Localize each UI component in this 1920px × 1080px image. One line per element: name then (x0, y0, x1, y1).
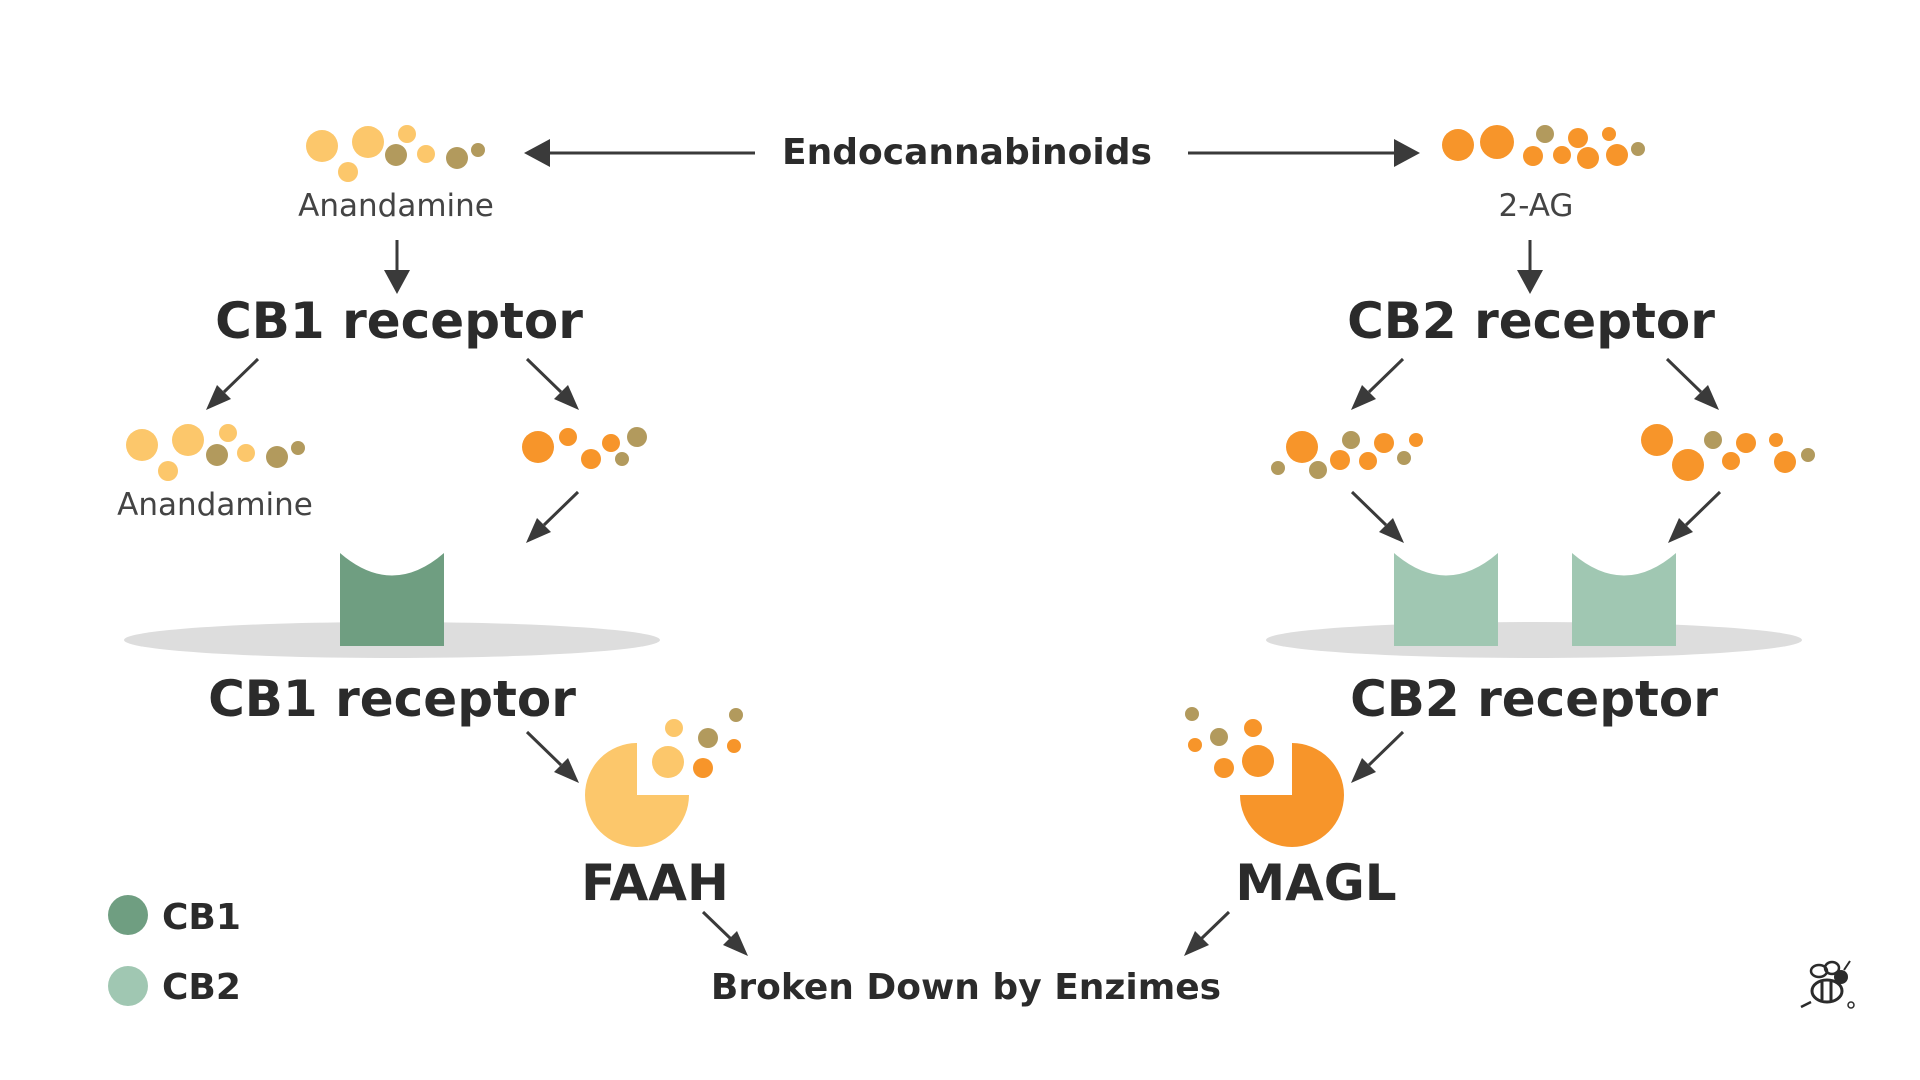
cb2-receptor-shape-2 (1572, 553, 1676, 646)
molecule-cluster-cb1-right (522, 427, 647, 469)
cb2-membrane (1266, 622, 1802, 658)
arrow-cb1-left (206, 357, 260, 410)
anandamine-label-bound: Anandamine (117, 487, 313, 523)
anandamine-cluster-top (306, 125, 485, 182)
cb1-receptor-label: CB1 receptor (208, 670, 576, 728)
magl-enzyme-shape (1240, 743, 1344, 847)
legend-cb1-label: CB1 (162, 897, 241, 938)
arrow-anandamine-to-cb1 (384, 240, 410, 294)
anandamine-label-top: Anandamine (298, 188, 494, 224)
legend-cb1-swatch (108, 895, 148, 935)
arrow-to-two-ag (1188, 139, 1420, 167)
broken-down-label: Broken Down by Enzimes (711, 967, 1221, 1008)
magl-fragments (1185, 707, 1274, 778)
legend-cb2-swatch (108, 966, 148, 1006)
arrow-molecules-to-cb1 (526, 490, 580, 543)
legend-cb2-label: CB2 (162, 967, 241, 1008)
two-ag-cluster-top (1442, 125, 1645, 169)
molecule-cluster-cb2-left (1271, 431, 1423, 479)
bee-icon (1800, 960, 1855, 1009)
cb2-receptor-shape-1 (1394, 553, 1498, 646)
cb2-receptor-heading: CB2 receptor (1347, 292, 1715, 350)
faah-enzyme-shape (585, 743, 689, 847)
magl-label: MAGL (1235, 854, 1396, 912)
cb2-receptor-label: CB2 receptor (1350, 670, 1718, 728)
cb1-receptor-heading: CB1 receptor (215, 292, 583, 350)
faah-label: FAAH (581, 854, 729, 912)
arrow-molecules-to-cb2-left (1350, 490, 1404, 543)
faah-fragments (652, 708, 743, 778)
arrow-faah-to-result (701, 910, 748, 956)
anandamine-cluster-bound (126, 424, 305, 481)
arrow-molecules-to-cb2-right (1668, 490, 1722, 543)
arrow-two-ag-to-cb2 (1517, 240, 1543, 294)
arrow-cb1-right (525, 357, 579, 410)
arrow-magl-to-result (1184, 910, 1231, 956)
arrow-to-anandamine (524, 139, 755, 167)
molecule-cluster-cb2-right (1641, 424, 1815, 481)
arrow-cb2-right (1665, 357, 1719, 410)
cb1-receptor-shape (340, 553, 444, 646)
two-ag-label: 2-AG (1499, 188, 1574, 224)
arrow-cb2-left (1351, 357, 1405, 410)
diagram-title: Endocannabinoids (782, 132, 1152, 173)
arrow-cb2-to-magl (1351, 730, 1405, 783)
arrow-cb1-to-faah (525, 730, 579, 783)
